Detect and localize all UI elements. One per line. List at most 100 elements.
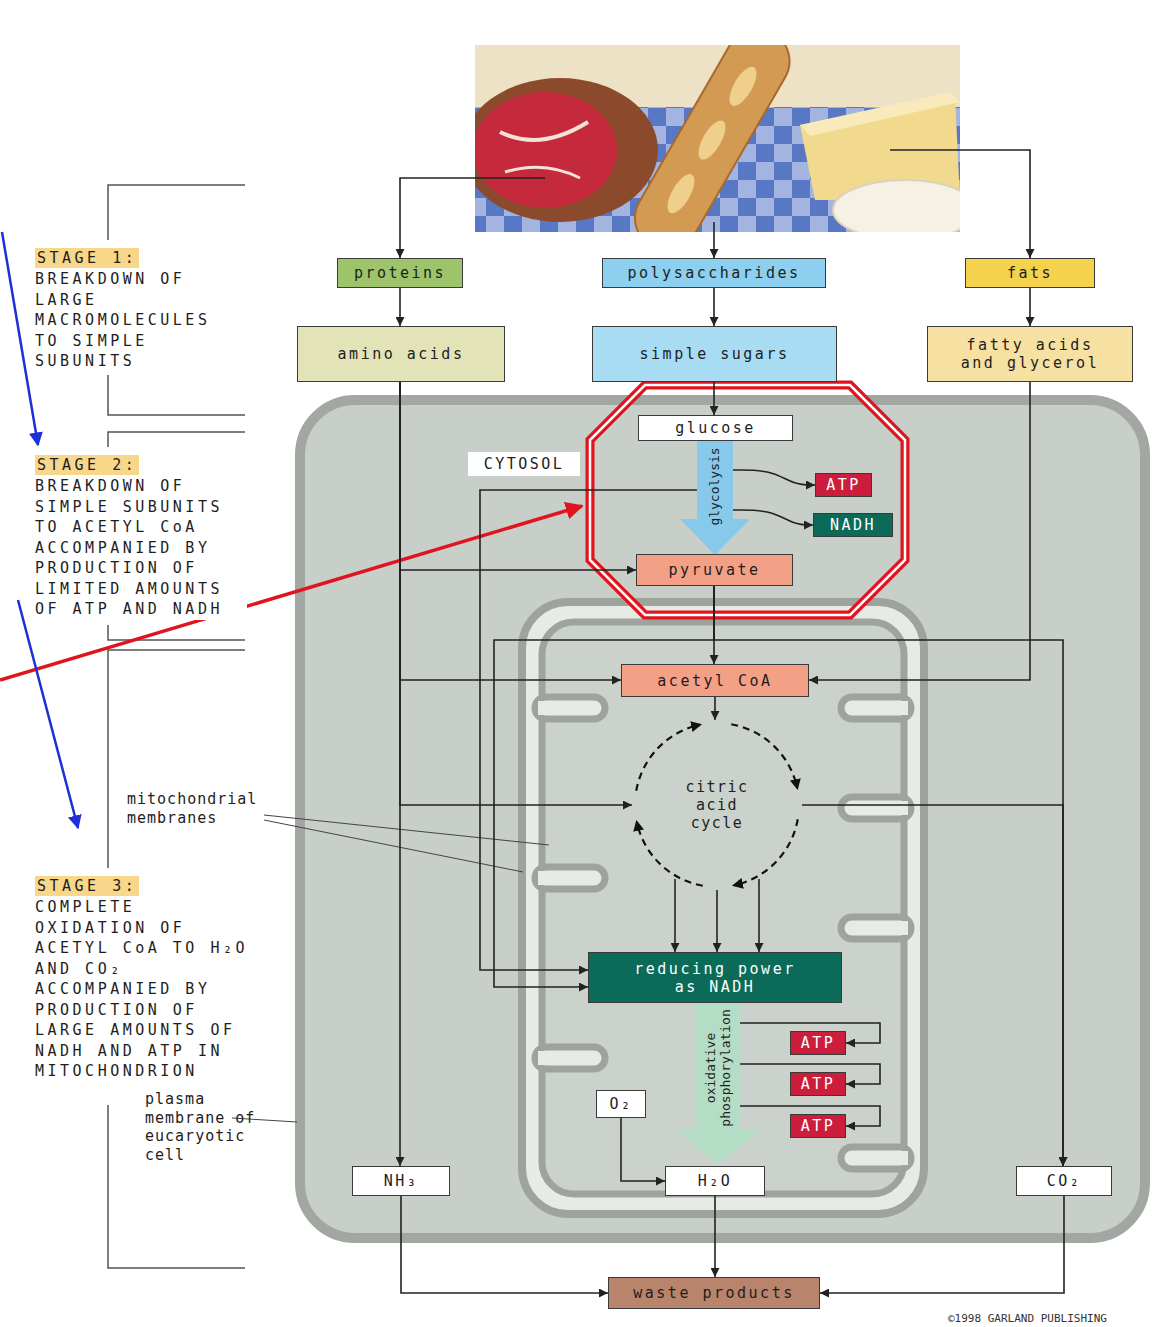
node-label: CYTOSOL bbox=[484, 455, 565, 473]
flow-arrow bbox=[399, 288, 401, 326]
node-label: mitochondrial membranes bbox=[127, 790, 262, 827]
food-box: proteins bbox=[337, 258, 463, 288]
subunit-box: fatty acids and glycerol bbox=[927, 326, 1133, 382]
crista-joint bbox=[538, 701, 552, 715]
meat-marbling bbox=[500, 122, 588, 140]
node-label: citric acid cycle bbox=[672, 778, 762, 832]
subunit-box: amino acids bbox=[297, 326, 505, 382]
stage-heading: STAGE 1: bbox=[35, 248, 139, 268]
crista-joint bbox=[894, 701, 908, 715]
energy-box: ATP bbox=[815, 473, 872, 497]
flow-arrow bbox=[399, 382, 401, 1166]
node-label: H₂O bbox=[698, 1172, 733, 1190]
node-label: amino acids bbox=[338, 345, 465, 363]
node-label: waste products bbox=[633, 1284, 794, 1302]
pathway-arrow-shape bbox=[680, 441, 750, 555]
crista-joint bbox=[894, 921, 908, 935]
flow-arrow bbox=[714, 697, 716, 720]
stage-heading: STAGE 3: bbox=[35, 876, 139, 896]
crista-joint bbox=[538, 871, 552, 885]
bread-slash bbox=[662, 170, 700, 217]
node-label: acetyl CoA bbox=[657, 672, 772, 690]
carrier-box: reducing power as NADH bbox=[588, 952, 842, 1003]
flow-arrow bbox=[714, 1196, 716, 1277]
compartment-tag: CYTOSOL bbox=[468, 452, 580, 476]
food-box: polysaccharides bbox=[602, 258, 826, 288]
molecule-box: glucose bbox=[638, 415, 793, 441]
pathway-arrow: glycolysis bbox=[680, 441, 750, 555]
energy-box: ATP bbox=[790, 1031, 846, 1055]
food-line bbox=[713, 222, 715, 258]
waste-box: waste products bbox=[608, 1277, 820, 1309]
node-label: fatty acids and glycerol bbox=[950, 336, 1110, 372]
node-label: reducing power as NADH bbox=[628, 960, 803, 996]
node-label: polysaccharides bbox=[628, 264, 801, 282]
node-label: fats bbox=[1007, 264, 1053, 282]
pointer-arrow bbox=[18, 600, 78, 828]
node-label: oxidative phosphorylation bbox=[703, 1006, 733, 1131]
node-label: O₂ bbox=[609, 1095, 632, 1113]
waste-box: CO₂ bbox=[1016, 1166, 1112, 1196]
outer-membrane bbox=[522, 602, 924, 1214]
crista bbox=[535, 697, 605, 719]
energy-box: ATP bbox=[790, 1114, 846, 1138]
crista bbox=[841, 697, 911, 719]
node-label: pyruvate bbox=[668, 561, 760, 579]
stage-description: COMPLETE OXIDATION OF ACETYL CoA TO H₂O … bbox=[35, 897, 260, 1082]
node-label: NH₃ bbox=[384, 1172, 419, 1190]
node-label: plasma membrane of eucaryotic cell bbox=[145, 1090, 285, 1164]
food-line bbox=[890, 150, 1030, 258]
cell-outline: plasma membrane of eucaryotic cellCYTOSO… bbox=[295, 395, 1150, 1243]
meat-marbling bbox=[505, 167, 580, 178]
crista bbox=[841, 917, 911, 939]
node-label: ATP bbox=[826, 476, 861, 494]
stage-description: BREAKDOWN OF LARGE MACROMOLECULES TO SIM… bbox=[35, 269, 247, 372]
pointer-arrow bbox=[2, 232, 38, 445]
pathway-arrow: oxidative phosphorylation bbox=[668, 1004, 768, 1164]
plasma-membrane bbox=[300, 400, 1145, 1238]
pathway-arrow-shape bbox=[676, 1004, 760, 1164]
crista-joint bbox=[894, 801, 908, 815]
node-label: ATP bbox=[801, 1117, 836, 1135]
crista-joint bbox=[538, 1051, 552, 1065]
copyright-note: ©1998 GARLAND PUBLISHING bbox=[948, 1312, 1107, 1325]
node-label: proteins bbox=[354, 264, 446, 282]
crista bbox=[841, 1147, 911, 1169]
node-label: ATP bbox=[801, 1034, 836, 1052]
flow-arrow bbox=[758, 879, 760, 952]
flow-arrow bbox=[674, 879, 676, 952]
flow-arrow bbox=[1029, 288, 1031, 326]
crista bbox=[535, 1047, 605, 1069]
cheese-top bbox=[800, 92, 960, 136]
molecule-box: O₂ bbox=[596, 1090, 646, 1118]
meat-face bbox=[475, 92, 617, 208]
flow-arrow bbox=[713, 382, 715, 415]
waste-box: NH₃ bbox=[352, 1166, 450, 1196]
bread-loaf bbox=[623, 45, 801, 232]
crista bbox=[535, 867, 605, 889]
bread-slash bbox=[693, 116, 731, 163]
crista-joint bbox=[894, 1151, 908, 1165]
crista bbox=[841, 797, 911, 819]
cycle-circle: citric acid cycle bbox=[632, 720, 802, 890]
mitochondrion-outline: mitochondrial membranesacetyl CoAcitric … bbox=[518, 598, 928, 1218]
flow-arrow bbox=[713, 288, 715, 326]
stage-heading: STAGE 2: bbox=[35, 455, 139, 475]
subunit-box: simple sugars bbox=[592, 326, 837, 382]
stage-description: BREAKDOWN OF SIMPLE SUBUNITS TO ACETYL C… bbox=[35, 476, 247, 620]
baguette bbox=[623, 45, 801, 232]
node-label: NADH bbox=[830, 516, 876, 534]
bread-slash bbox=[724, 63, 762, 110]
carrier-box: NADH bbox=[813, 513, 893, 537]
cycle-arc bbox=[734, 819, 798, 885]
roast-meat bbox=[475, 78, 658, 222]
soft-cheese bbox=[833, 180, 960, 232]
flow-arrow bbox=[716, 890, 718, 952]
energy-box: ATP bbox=[790, 1072, 846, 1096]
node-label: ATP bbox=[801, 1075, 836, 1093]
molecule-box: acetyl CoA bbox=[621, 664, 809, 697]
food-line bbox=[400, 178, 545, 258]
molecule-box: H₂O bbox=[665, 1166, 765, 1196]
node-label: glycolysis bbox=[708, 447, 723, 525]
food-photo bbox=[475, 45, 960, 232]
